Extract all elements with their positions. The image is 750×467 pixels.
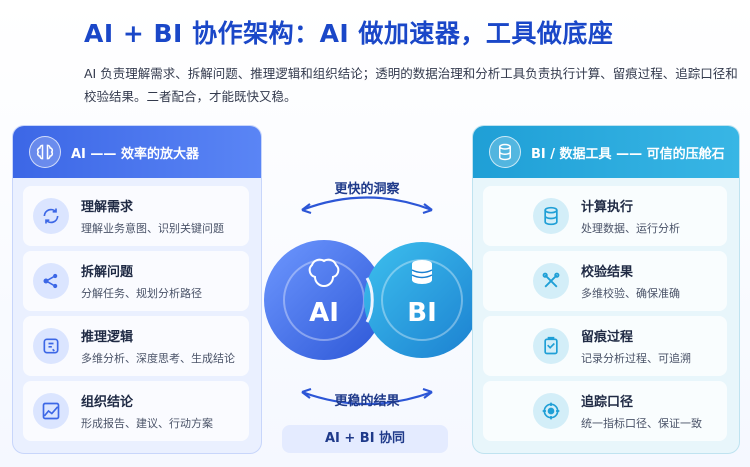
bi-panel-title: BI / 数据工具 —— 可信的压舱石 [531,146,725,162]
item-subtitle: 处理数据、运行分析 [581,222,680,235]
brain-icon [308,258,340,287]
bi-loop-label: BI [407,298,437,328]
item-title: 理解需求 [81,200,134,215]
ai-panel: AI —— 效率的放大器 理解需求 理解业务意图、识别关键问题 拆解问题 分解任… [12,125,262,454]
item-subtitle: 理解业务意图、识别关键问题 [81,222,224,235]
clipboard-icon [533,328,569,364]
bottom-arrow [301,390,433,406]
faster-insight-label: 更快的洞察 [334,182,400,197]
list-item: 追踪口径 统一指标口径、保证一致 [483,381,727,441]
item-subtitle: 多维校验、确保准确 [581,287,680,300]
ai-panel-header: AI —— 效率的放大器 [13,126,261,178]
item-title: 留痕过程 [581,330,634,345]
page-description: AI 负责理解需求、拆解问题、推理逻辑和组织结论；透明的数据治理和分析工具负责执… [84,66,738,104]
list-item: 理解需求 理解业务意图、识别关键问题 [23,186,249,246]
item-subtitle: 形成报告、建议、行动方案 [81,417,213,430]
item-title: 校验结果 [581,265,634,280]
reasoning-icon [33,328,69,364]
item-subtitle: 统一指标口径、保证一致 [581,417,702,430]
item-title: 拆解问题 [81,265,134,280]
item-title: 推理逻辑 [81,330,134,345]
list-item: 计算执行 处理数据、运行分析 [483,186,727,246]
network-icon [33,263,69,299]
ai-loop [264,240,384,360]
list-item: 校验结果 多维校验、确保准确 [483,251,727,311]
bi-panel: BI / 数据工具 —— 可信的压舱石 计算执行 处理数据、运行分析 校验结果 … [472,125,740,454]
list-item: 组织结论 形成报告、建议、行动方案 [23,381,249,441]
item-subtitle: 记录分析过程、可追溯 [581,352,691,365]
collaboration-badge: AI + BI 协同 [282,425,448,453]
database-icon [489,136,521,168]
ai-bi-loop: 更快的洞察 AI BI 更稳的结果 [262,170,472,430]
ai-panel-title: AI —— 效率的放大器 [71,146,199,162]
list-item: 推理逻辑 多维分析、深度思考、生成结论 [23,316,249,376]
report-icon [33,393,69,429]
item-subtitle: 多维分析、深度思考、生成结论 [81,352,235,365]
infinity-loop [264,196,472,406]
ai-loop-label: AI [309,298,339,328]
stable-result-label: 更稳的结果 [334,394,400,409]
top-arrow [301,196,433,212]
check-tools-icon [533,263,569,299]
bi-panel-header: BI / 数据工具 —— 可信的压舱石 [473,126,739,178]
brain-icon [29,136,61,168]
list-item: 拆解问题 分解任务、规划分析路径 [23,251,249,311]
item-title: 计算执行 [581,200,634,215]
refresh-icon [33,198,69,234]
target-icon [533,393,569,429]
page-title: AI + BI 协作架构：AI 做加速器，工具做底座 [84,19,614,48]
item-subtitle: 分解任务、规划分析路径 [81,287,202,300]
list-item: 留痕过程 记录分析过程、可追溯 [483,316,727,376]
bi-loop [364,242,472,358]
database-icon [533,198,569,234]
item-title: 追踪口径 [581,395,634,410]
item-title: 组织结论 [81,395,134,410]
